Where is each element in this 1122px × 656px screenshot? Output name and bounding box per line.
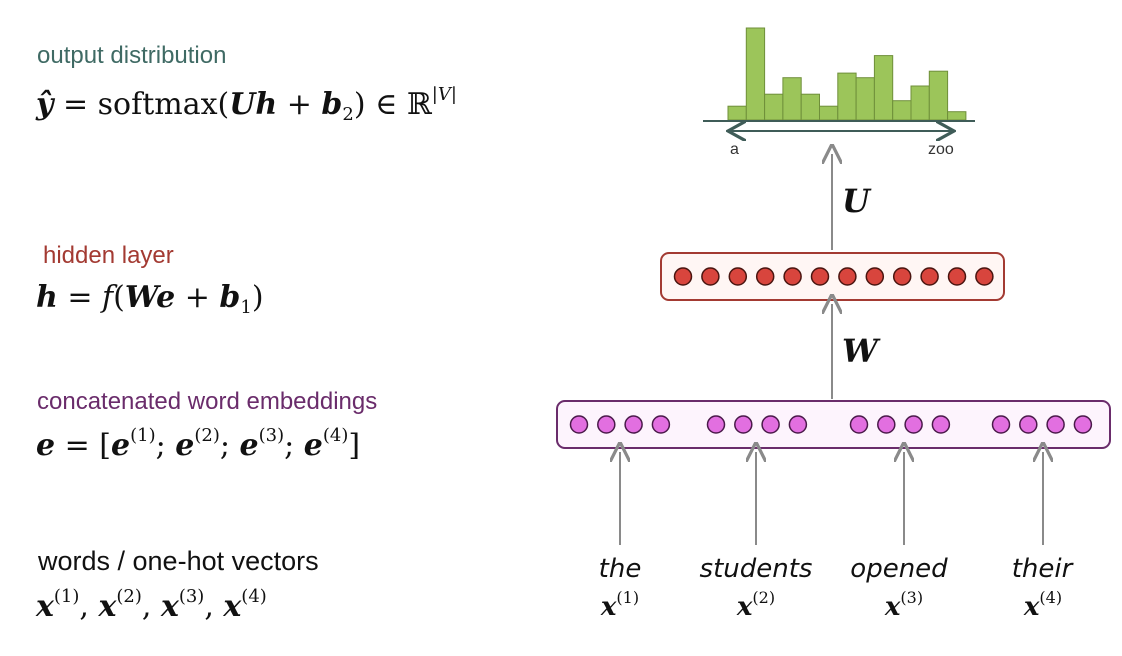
embedding-unit bbox=[597, 415, 616, 434]
output-distribution-label: output distribution bbox=[37, 42, 227, 69]
matrix-W-label: W bbox=[842, 332, 878, 370]
histogram-bar bbox=[910, 85, 930, 121]
embedding-unit bbox=[877, 415, 896, 434]
histogram-bar bbox=[745, 27, 766, 121]
embedding-unit bbox=[931, 415, 951, 434]
embedding-unit bbox=[569, 415, 589, 434]
histogram-bar bbox=[873, 55, 894, 121]
output-equation: ŷ = softmax(Uh + b2) ∈ ℝ|V| bbox=[36, 84, 457, 125]
token-vector-2: x(2) bbox=[736, 588, 776, 622]
hidden-unit bbox=[975, 267, 994, 286]
histogram-bar bbox=[928, 70, 949, 121]
histogram-bar bbox=[892, 100, 912, 121]
histogram-bar bbox=[800, 93, 821, 121]
matrix-U-label: U bbox=[842, 182, 870, 220]
axis-start-label: a bbox=[730, 141, 739, 158]
embedding-unit bbox=[734, 415, 753, 434]
histogram-bar bbox=[764, 93, 784, 121]
histogram-bar bbox=[819, 105, 839, 121]
token-vector-1: x(1) bbox=[600, 588, 640, 622]
embedding-unit bbox=[788, 415, 808, 434]
token-vector-4: x(4) bbox=[1023, 588, 1063, 622]
hidden-unit bbox=[920, 267, 939, 286]
output-histogram bbox=[727, 27, 967, 121]
embedding-unit bbox=[1019, 415, 1038, 434]
histogram-bar bbox=[837, 72, 857, 121]
hidden-unit bbox=[701, 267, 720, 286]
words-label: words / one-hot vectors bbox=[38, 546, 319, 576]
embedding-unit bbox=[651, 415, 671, 434]
embeddings-box bbox=[556, 400, 1111, 449]
axis-end-label: zoo bbox=[928, 141, 954, 158]
hidden-unit bbox=[892, 267, 912, 286]
embedding-unit bbox=[624, 415, 643, 434]
histogram-bar bbox=[855, 77, 875, 121]
words-equation: x(1), x(2), x(3), x(4) bbox=[36, 586, 267, 624]
embeddings-label: concatenated word embeddings bbox=[37, 388, 378, 415]
hidden-units bbox=[673, 267, 994, 286]
hidden-unit bbox=[865, 267, 885, 286]
embedding-unit bbox=[991, 415, 1011, 434]
embedding-unit bbox=[904, 415, 923, 434]
hidden-unit bbox=[838, 267, 857, 286]
hidden-layer-label: hidden layer bbox=[43, 242, 174, 269]
hidden-unit bbox=[783, 267, 802, 286]
token-word-4: their bbox=[1011, 554, 1073, 584]
hidden-unit bbox=[810, 267, 830, 286]
histogram-bar bbox=[947, 111, 967, 121]
embedding-unit bbox=[1073, 415, 1093, 434]
token-vector-3: x(3) bbox=[884, 588, 924, 622]
embeddings-equation: e = [e(1); e(2); e(3); e(4)] bbox=[36, 425, 361, 463]
embedding-unit bbox=[1046, 415, 1065, 434]
hidden-unit bbox=[947, 267, 967, 286]
hidden-equation: h = f(We + b1) bbox=[36, 280, 264, 318]
hidden-unit bbox=[673, 267, 693, 286]
token-word-1: the bbox=[598, 554, 642, 584]
embedding-unit bbox=[761, 415, 780, 434]
embedding-units bbox=[569, 415, 1093, 434]
histogram-bar bbox=[782, 77, 802, 121]
token-word-3: opened bbox=[850, 554, 948, 584]
embedding-unit bbox=[849, 415, 869, 434]
histogram-bar bbox=[727, 105, 747, 121]
embedding-unit bbox=[706, 415, 726, 434]
hidden-unit bbox=[728, 267, 748, 286]
hidden-unit bbox=[755, 267, 775, 286]
token-word-2: students bbox=[699, 554, 813, 584]
